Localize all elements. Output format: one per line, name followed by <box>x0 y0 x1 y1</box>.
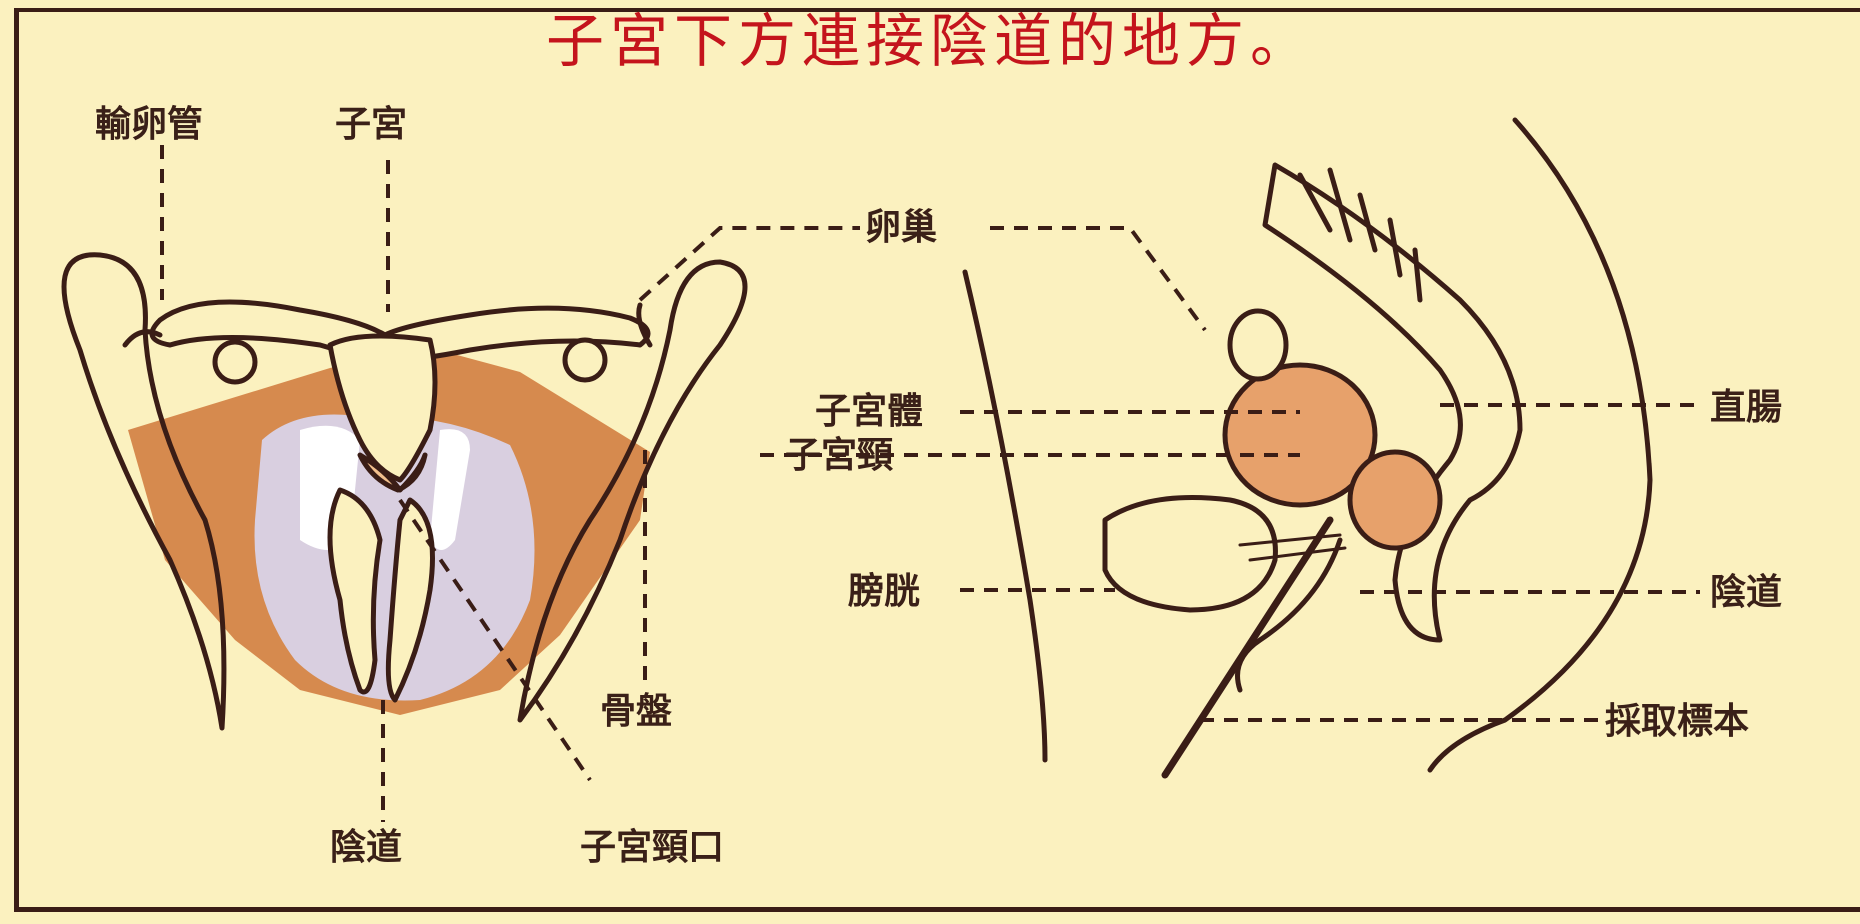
diagram-caption: 子宮下方連接陰道的地方。 <box>0 6 1860 76</box>
label-uterus: 子宮 <box>335 105 407 145</box>
label-ovary: 卵巢 <box>865 208 937 248</box>
abdominal-wall <box>965 272 1045 760</box>
bladder-shape <box>1105 498 1275 611</box>
sagittal-view <box>965 120 1650 775</box>
label-pelvis: 骨盤 <box>600 692 672 732</box>
label-vagina-sagittal: 陰道 <box>1710 573 1782 613</box>
label-sample-collection: 採取標本 <box>1605 702 1749 742</box>
label-rectum: 直腸 <box>1710 388 1782 428</box>
ovary-shape <box>1230 311 1286 379</box>
frontal-view <box>64 255 745 728</box>
label-bladder: 膀胱 <box>848 572 920 612</box>
label-cervical-os: 子宮頸口 <box>580 828 724 868</box>
label-uterine-body: 子宮體 <box>815 392 923 432</box>
cervix-sagittal-shape <box>1350 452 1440 548</box>
label-cervix: 子宮頸 <box>785 436 893 476</box>
label-fallopian-tube: 輸卵管 <box>95 105 203 145</box>
label-vagina-frontal: 陰道 <box>330 828 402 868</box>
